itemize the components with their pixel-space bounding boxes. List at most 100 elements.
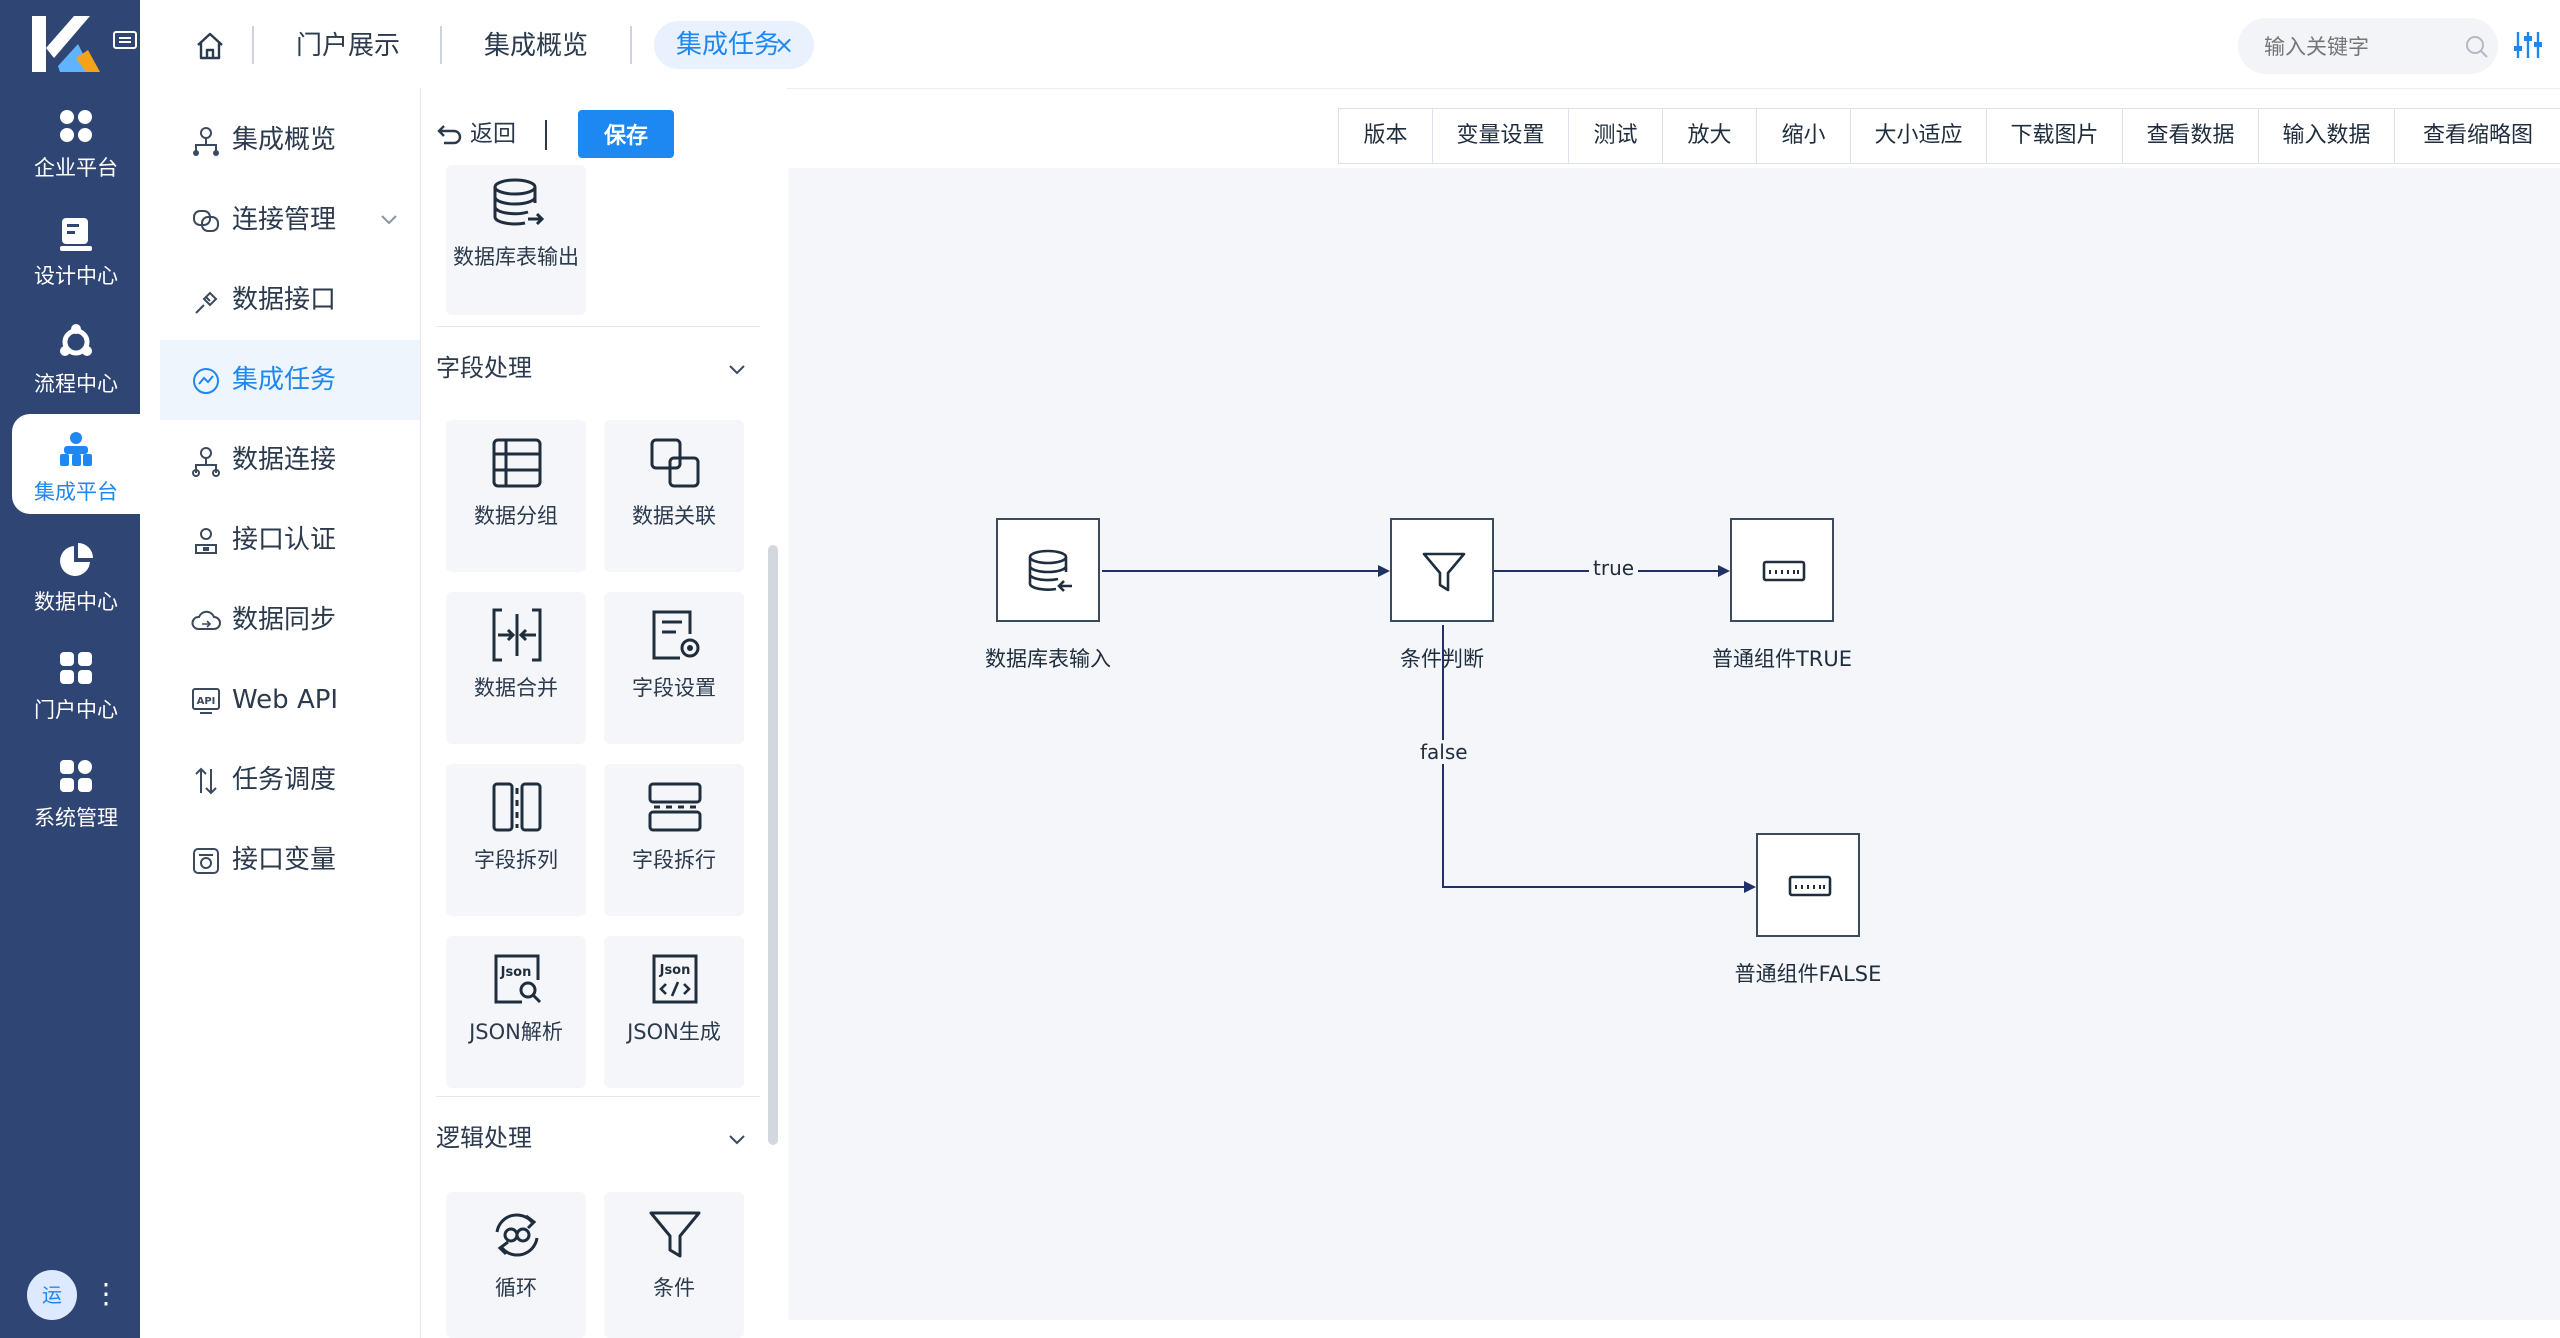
component-label: 循环 — [495, 1276, 537, 1300]
svg-text:Json: Json — [659, 963, 691, 978]
view-thumbnail-button[interactable]: 查看缩略图 — [2422, 123, 2533, 148]
component-json-parse[interactable]: Json JSON解析 — [446, 936, 586, 1088]
download-image-button[interactable]: 下载图片 — [1987, 109, 2123, 163]
submenu-label: 数据连接 — [232, 445, 337, 475]
component-label: 数据关联 — [632, 504, 716, 528]
loop-icon — [495, 1213, 539, 1257]
submenu-label: 接口认证 — [232, 525, 337, 555]
screen-icon[interactable] — [112, 30, 138, 52]
component-field-settings[interactable]: 字段设置 — [604, 592, 744, 744]
flow-node-label: 普通组件TRUE — [1711, 647, 1853, 671]
submenu-item-connection-management[interactable]: 连接管理 — [160, 180, 420, 260]
filter-settings-icon[interactable] — [2512, 28, 2544, 62]
connection-icon — [192, 447, 220, 477]
component-label: 字段设置 — [632, 676, 716, 700]
rail-item-flow[interactable]: 流程中心 — [12, 306, 140, 406]
submenu-item-interface-auth[interactable]: 接口认证 — [160, 500, 420, 580]
search-icon[interactable] — [2464, 34, 2490, 60]
zoom-out-button[interactable]: 缩小 — [1757, 109, 1851, 163]
component-condition[interactable]: 条件 — [604, 1192, 744, 1338]
schedule-icon — [195, 767, 217, 795]
rail-item-data[interactable]: 数据中心 — [12, 524, 140, 624]
section-divider — [436, 1096, 760, 1097]
component-loop[interactable]: 循环 — [446, 1192, 586, 1338]
svg-text:Json: Json — [500, 965, 532, 980]
database-output-icon — [493, 178, 545, 226]
component-label: JSON解析 — [469, 1020, 563, 1044]
variable-settings-button[interactable]: 变量设置 — [1433, 109, 1569, 163]
test-button[interactable]: 测试 — [1569, 109, 1663, 163]
submenu-label: 任务调度 — [232, 765, 337, 795]
submenu-label: 集成任务 — [232, 365, 337, 395]
component-json-generate[interactable]: Json JSON生成 — [604, 936, 744, 1088]
component-data-merge[interactable]: 数据合并 — [446, 592, 586, 744]
component-field-split-column[interactable]: 字段拆列 — [446, 764, 586, 916]
submenu-label: Web API — [232, 685, 339, 715]
filter-icon — [1422, 552, 1466, 592]
version-button[interactable]: 版本 — [1339, 109, 1433, 163]
zoom-in-button[interactable]: 放大 — [1663, 109, 1757, 163]
flow-node-condition[interactable] — [1390, 518, 1494, 622]
logo-icon — [32, 16, 100, 72]
palette-scrollbar[interactable] — [768, 545, 778, 1145]
svg-text:API: API — [197, 696, 216, 707]
tab-portal-display[interactable]: 门户展示 — [296, 31, 401, 61]
submenu-item-integration-overview[interactable]: 集成概览 — [160, 100, 420, 180]
view-data-button[interactable]: 查看数据 — [2123, 109, 2259, 163]
close-tab-icon[interactable]: × — [774, 31, 795, 59]
submenu-item-data-connection[interactable]: 数据连接 — [160, 420, 420, 500]
edge-condition-to-false[interactable] — [1442, 625, 1756, 893]
split-row-icon — [648, 782, 702, 832]
back-button[interactable]: 返回 — [436, 116, 536, 152]
rail-item-design[interactable]: 设计中心 — [12, 198, 140, 298]
database-input-icon — [1028, 549, 1072, 592]
section-header-logic-processing[interactable]: 逻辑处理 — [436, 1118, 756, 1158]
design-icon — [60, 218, 92, 251]
submenu-item-data-sync[interactable]: 数据同步 — [160, 580, 420, 660]
input-data-button[interactable]: 输入数据 — [2259, 109, 2395, 163]
pie-chart-icon — [60, 543, 93, 576]
palette-divider — [545, 120, 547, 150]
tab-integration-task[interactable]: 集成任务 × — [654, 21, 814, 69]
rail-item-integration[interactable]: 集成平台 — [12, 414, 140, 514]
user-avatar[interactable]: 运 — [27, 1270, 77, 1320]
rail-item-portal[interactable]: 门户中心 — [12, 632, 140, 732]
integration-icon — [60, 432, 92, 466]
submenu-item-data-interface[interactable]: 数据接口 — [160, 260, 420, 340]
submenu-item-web-api[interactable]: API Web API — [160, 660, 420, 740]
rail-item-enterprise[interactable]: 企业平台 — [12, 90, 140, 190]
component-data-join[interactable]: 数据关联 — [604, 420, 744, 572]
rail-item-label: 设计中心 — [34, 264, 118, 288]
submenu-item-integration-task[interactable]: 集成任务 — [160, 340, 420, 420]
more-options-icon[interactable]: ⋮ — [92, 1277, 120, 1310]
main-nav-rail: 企业平台 设计中心 流程中心 集成平台 数据中心 — [0, 0, 140, 1338]
submenu-item-interface-variable[interactable]: 接口变量 — [160, 820, 420, 900]
section-header-field-processing[interactable]: 字段处理 — [436, 348, 756, 388]
chevron-down-icon[interactable] — [376, 206, 402, 232]
component-label: 数据合并 — [474, 676, 558, 700]
home-icon[interactable] — [190, 26, 230, 66]
flow-node-db-input[interactable] — [996, 518, 1100, 622]
rail-item-label: 集成平台 — [34, 480, 118, 504]
flow-canvas[interactable] — [788, 168, 2560, 1320]
link-icon — [193, 210, 219, 232]
submenu-item-task-schedule[interactable]: 任务调度 — [160, 740, 420, 820]
component-data-group[interactable]: 数据分组 — [446, 420, 586, 572]
top-header — [140, 0, 2560, 89]
fit-size-button[interactable]: 大小适应 — [1851, 109, 1987, 163]
search-input[interactable] — [2262, 30, 2456, 64]
component-db-table-output[interactable]: 数据库表输出 — [446, 165, 586, 315]
flow-node-normal-false[interactable] — [1756, 833, 1860, 937]
component-label: JSON生成 — [627, 1020, 721, 1044]
rail-item-system[interactable]: 系统管理 — [12, 740, 140, 840]
api-icon: API — [192, 688, 220, 714]
variable-icon — [193, 848, 219, 874]
component-field-split-row[interactable]: 字段拆行 — [604, 764, 744, 916]
tab-integration-overview[interactable]: 集成概览 — [484, 31, 589, 61]
flow-node-normal-true[interactable] — [1730, 518, 1834, 622]
rail-item-label: 企业平台 — [34, 156, 118, 180]
submenu-label: 集成概览 — [232, 125, 337, 155]
data-group-icon — [492, 438, 542, 488]
save-button[interactable]: 保存 — [578, 110, 674, 158]
secondary-menu — [140, 88, 421, 1338]
